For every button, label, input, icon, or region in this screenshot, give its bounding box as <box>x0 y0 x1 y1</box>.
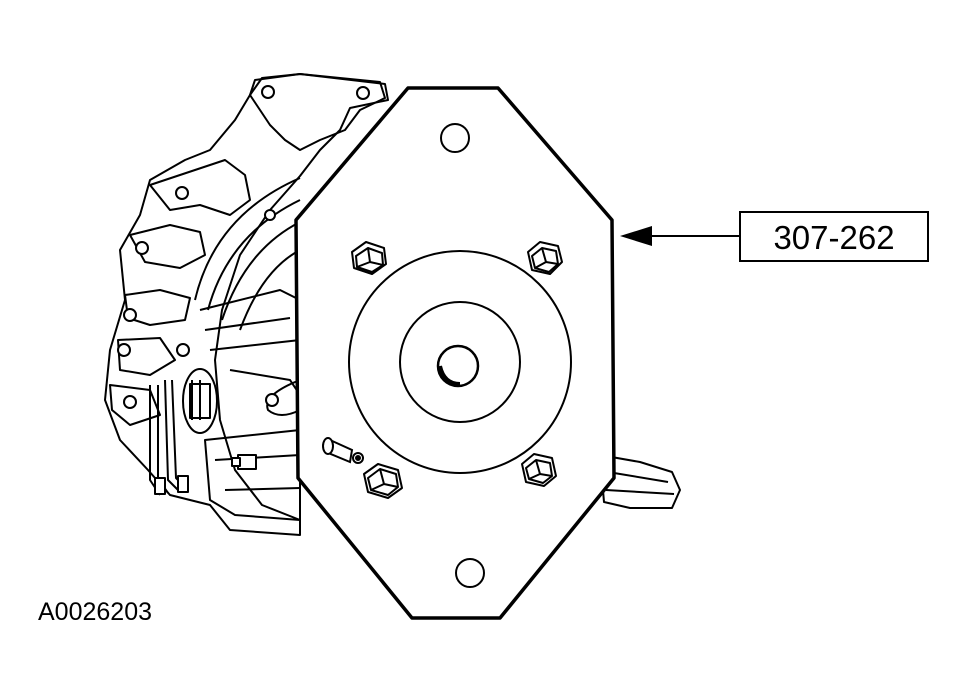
callout-arrow <box>620 226 740 246</box>
alignment-pin <box>322 437 364 464</box>
center-hub <box>348 250 572 474</box>
hex-bolt-upper-right <box>527 241 563 275</box>
transmission-housing <box>104 73 681 536</box>
tool-number-label: 307-262 <box>773 219 894 256</box>
figure-id: A0026203 <box>38 598 152 626</box>
hex-bolt-upper-left <box>351 241 387 275</box>
hex-bolt-lower-left <box>363 463 403 499</box>
callout-box: 307-262 <box>739 211 929 262</box>
plate-hole-bottom <box>455 558 485 588</box>
plate-hole-top <box>440 123 470 153</box>
hex-bolt-lower-right <box>521 453 557 487</box>
